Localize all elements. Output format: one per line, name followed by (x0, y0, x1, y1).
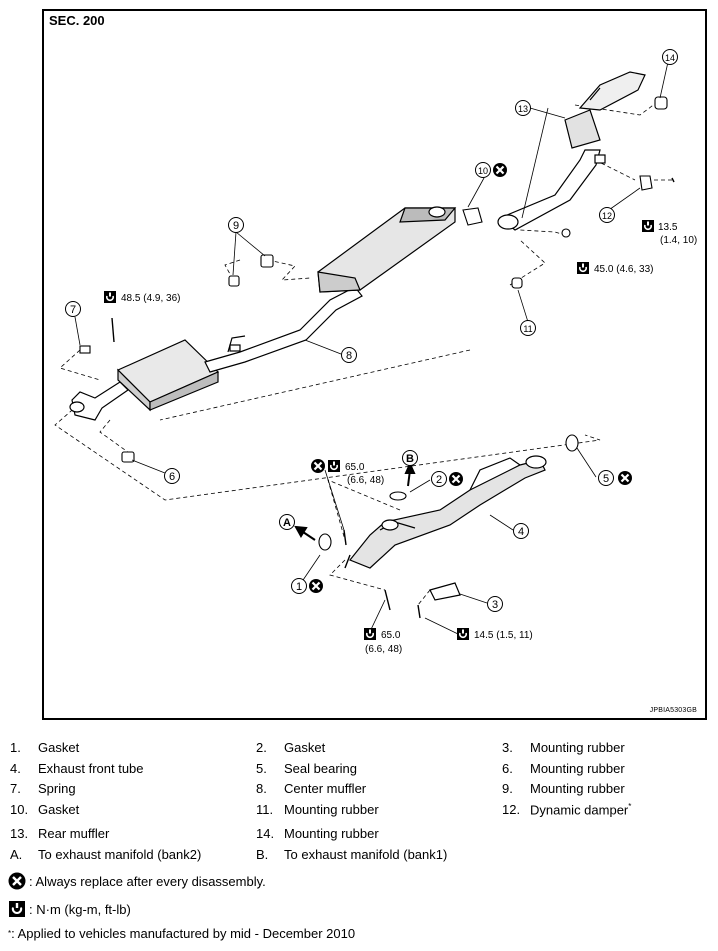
torque-value-4: 65.0 (345, 462, 365, 473)
svg-text:13: 13 (518, 104, 528, 114)
torque-icon (103, 290, 117, 304)
torque-icon (456, 627, 470, 641)
torque-icon (641, 219, 655, 233)
asterisk: * (8, 929, 12, 938)
dashed-guides (54, 99, 672, 606)
legend-item: 14.Mounting rubber (256, 826, 379, 841)
note-replace: : Always replace after every disassembly… (8, 872, 266, 890)
legend-item: 13.Rear muffler (10, 826, 110, 841)
legend-item: 5.Seal bearing (256, 761, 357, 776)
legend-item: 9.Mounting rubber (502, 781, 625, 796)
part-callouts: 7 9 8 6 10 13 14 12 11 5 2 4 3 1 A B (65, 49, 678, 612)
svg-text:B: B (406, 453, 414, 465)
torque-icon (327, 459, 341, 473)
svg-text:6: 6 (169, 471, 175, 483)
callout-12: 12 (599, 207, 615, 223)
legend-item: 12.Dynamic damper* (502, 802, 632, 818)
svg-text:7: 7 (70, 304, 76, 316)
torque-icons (103, 219, 655, 641)
torque-value-3: 45.0 (4.6, 33) (594, 264, 653, 275)
torque-value-5b: (6.6, 48) (365, 644, 402, 655)
callout-5: 5 (598, 470, 614, 486)
legend-item: 10.Gasket (10, 802, 80, 817)
legend-item: 2.Gasket (256, 740, 326, 755)
torque-value-1: 48.5 (4.9, 36) (121, 293, 180, 304)
replace-icon (491, 161, 509, 179)
diagram-frame: SEC. 200 JPBIA5303GB (42, 9, 707, 720)
replace-icon (309, 457, 327, 475)
rear-muffler-assembly (497, 71, 646, 231)
svg-text:A: A (283, 517, 291, 529)
reference-code: JPBIA5303GB (649, 707, 697, 714)
torque-value-2: 13.5 (658, 222, 678, 233)
torque-icon (576, 261, 590, 275)
callout-1: 1 (291, 578, 307, 594)
svg-text:8: 8 (346, 350, 352, 362)
callout-A: A (279, 514, 295, 530)
callout-4: 4 (513, 523, 529, 539)
small-parts (79, 96, 675, 619)
torque-value-2b: (1.4, 10) (660, 235, 697, 246)
legend-item: 6.Mounting rubber (502, 761, 625, 776)
exhaust-front-tube (349, 455, 547, 601)
callout-3: 3 (487, 596, 503, 612)
callout-2: 2 (431, 471, 447, 487)
always-replace-icons (307, 161, 634, 595)
replace-icon (307, 577, 325, 595)
torque-value-5: 65.0 (381, 630, 401, 641)
direction-arrows (294, 461, 416, 541)
note-applied: * : Applied to vehicles manufactured by … (8, 926, 356, 941)
callout-6: 6 (164, 468, 180, 484)
torque-icon (9, 901, 25, 917)
torque-value-4b: (6.6, 48) (347, 475, 384, 486)
torque-icon (363, 627, 377, 641)
legend-item: 1.Gasket (10, 740, 80, 755)
legend-item: B.To exhaust manifold (bank1) (256, 847, 448, 862)
legend-item: 7.Spring (10, 781, 76, 796)
callout-10: 10 (475, 162, 491, 178)
legend-item: 11.Mounting rubber (256, 802, 379, 817)
leader-lines (74, 61, 669, 641)
svg-text:3: 3 (492, 599, 498, 611)
callout-11: 11 (520, 320, 536, 336)
callout-9: 9 (228, 217, 244, 233)
svg-text:4: 4 (518, 526, 524, 538)
callout-13: 13 (515, 100, 531, 116)
legend-item: 3.Mounting rubber (502, 740, 625, 755)
legend-item: 4.Exhaust front tube (10, 761, 144, 776)
torque-value-6: 14.5 (1.5, 11) (474, 630, 533, 641)
replace-icon (616, 469, 634, 487)
callout-14: 14 (662, 49, 678, 65)
svg-text:11: 11 (523, 324, 532, 334)
center-muffler-assembly (69, 206, 457, 421)
svg-text:2: 2 (436, 474, 442, 486)
svg-text:14: 14 (665, 53, 675, 63)
replace-icon (447, 470, 465, 488)
svg-text:1: 1 (296, 581, 302, 593)
svg-text:12: 12 (602, 211, 612, 221)
torque-values: 48.5 (4.9, 36) 13.5 (1.4, 10) 45.0 (4.6,… (121, 222, 697, 655)
svg-text:9: 9 (233, 220, 239, 232)
always-replace-icon (8, 872, 26, 890)
callout-8: 8 (341, 347, 357, 363)
callout-7: 7 (65, 301, 81, 317)
exhaust-diagram: 7 9 8 6 10 13 14 12 11 5 2 4 3 1 A B 48.… (54, 49, 697, 655)
legend-item: 8.Center muffler (256, 781, 367, 796)
svg-text:5: 5 (603, 473, 609, 485)
legend-item: A.To exhaust manifold (bank2) (10, 847, 202, 862)
callout-B: B (402, 450, 418, 466)
note-torque: : N·m (kg-m, ft-lb) (8, 900, 131, 918)
section-label: SEC. 200 (49, 13, 105, 28)
svg-text:10: 10 (478, 166, 488, 176)
